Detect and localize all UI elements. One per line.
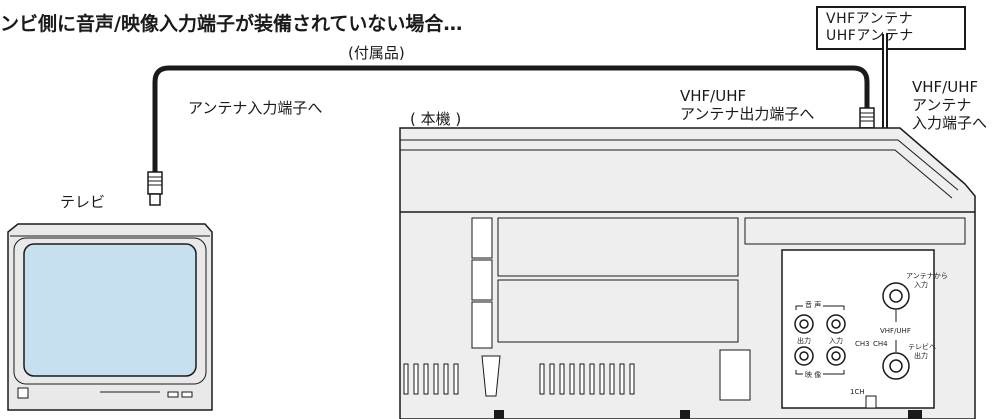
video-label: 映 像: [803, 371, 824, 379]
tv-cable-connector: [147, 171, 163, 206]
ch-switch-label: 1CH: [850, 388, 865, 396]
antenna-input-label: アンテナ入力端子へ: [188, 99, 323, 117]
antenna-in-terminal-label-1: アンテナから: [906, 272, 948, 280]
audio-label: 音 声: [803, 301, 824, 309]
tv-illustration: [7, 223, 213, 411]
tv-out-terminal-label-1: テレビへ: [908, 343, 936, 351]
main-unit-label: ( 本機 ): [410, 110, 462, 128]
vhf-uhf-input-label-3: 入力端子へ: [912, 114, 988, 132]
ch3-label: CH3: [855, 340, 870, 348]
tv-label: テレビ: [60, 193, 106, 211]
vhf-uhf-output-label-1: VHF/UHF: [680, 87, 747, 105]
page-title: ンビ側に音声/映像入力端子が装備されていない場合…: [0, 13, 463, 35]
uhf-antenna-label: UHFアンテナ: [826, 28, 914, 44]
accessory-cable: [152, 65, 870, 172]
tv-out-terminal-label-2: 出力: [914, 352, 928, 360]
vcr-illustration: [399, 127, 976, 419]
accessory-label: (付属品): [348, 44, 405, 62]
in-label: 入力: [829, 337, 843, 345]
ch4-label: CH4: [873, 340, 888, 348]
vhf-uhf-input-label-1: VHF/UHF: [912, 78, 979, 96]
antenna-source-box: VHFアンテナ UHFアンテナ: [816, 6, 966, 50]
vhf-uhf-terminal-label: VHF/UHF: [880, 327, 911, 335]
vhf-antenna-label: VHFアンテナ: [826, 11, 914, 27]
vhf-uhf-input-label-2: アンテナ: [912, 96, 972, 114]
vhf-uhf-output-label-2: アンテナ出力端子へ: [680, 105, 815, 123]
out-label: 出力: [797, 337, 811, 345]
antenna-in-terminal-label-2: 入力: [914, 281, 928, 289]
